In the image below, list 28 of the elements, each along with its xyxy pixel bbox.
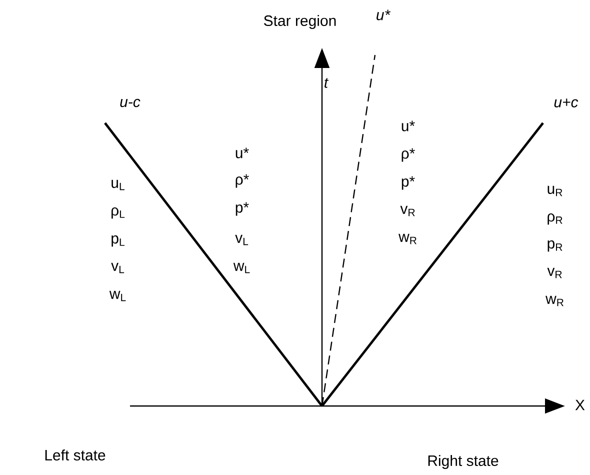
state-label: Right state — [428, 455, 498, 469]
state-variable: ρ$_{L}$ — [112, 207, 125, 219]
axis-label: t — [324, 78, 329, 88]
wave-label: u* — [376, 10, 390, 20]
state-variable: p* — [402, 176, 415, 190]
wave-label: u+c — [554, 98, 578, 108]
state-variable: p* — [236, 202, 249, 216]
state-variable: v$_{R}$ — [400, 206, 415, 216]
region-label: Star region — [264, 15, 336, 29]
state-variable: u* — [402, 120, 415, 132]
state-variable: w$_{L}$ — [233, 262, 250, 274]
state-variable: v$_{L}$ — [235, 234, 248, 246]
state-variable: ρ$_{R}$ — [548, 213, 562, 225]
state-variable: ρ* — [402, 148, 415, 162]
state-variable: w$_{R}$ — [398, 234, 416, 244]
state-variable: w$_{R}$ — [546, 296, 564, 306]
state-variable: u* — [236, 148, 249, 158]
axis-label: X — [575, 400, 585, 410]
state-variable: ρ* — [236, 174, 249, 188]
state-variable: u$_{L}$ — [112, 180, 124, 190]
state-variable: w$_{L}$ — [109, 290, 126, 302]
state-variable: v$_{L}$ — [111, 262, 124, 274]
state-variable: p$_{L}$ — [112, 235, 124, 247]
state-variable: u$_{R}$ — [548, 186, 562, 196]
state-variable: p$_{R}$ — [548, 240, 562, 252]
wave-label: u-c — [120, 98, 140, 108]
state-label: Left state — [45, 450, 106, 460]
state-variable: v$_{R}$ — [547, 268, 562, 278]
